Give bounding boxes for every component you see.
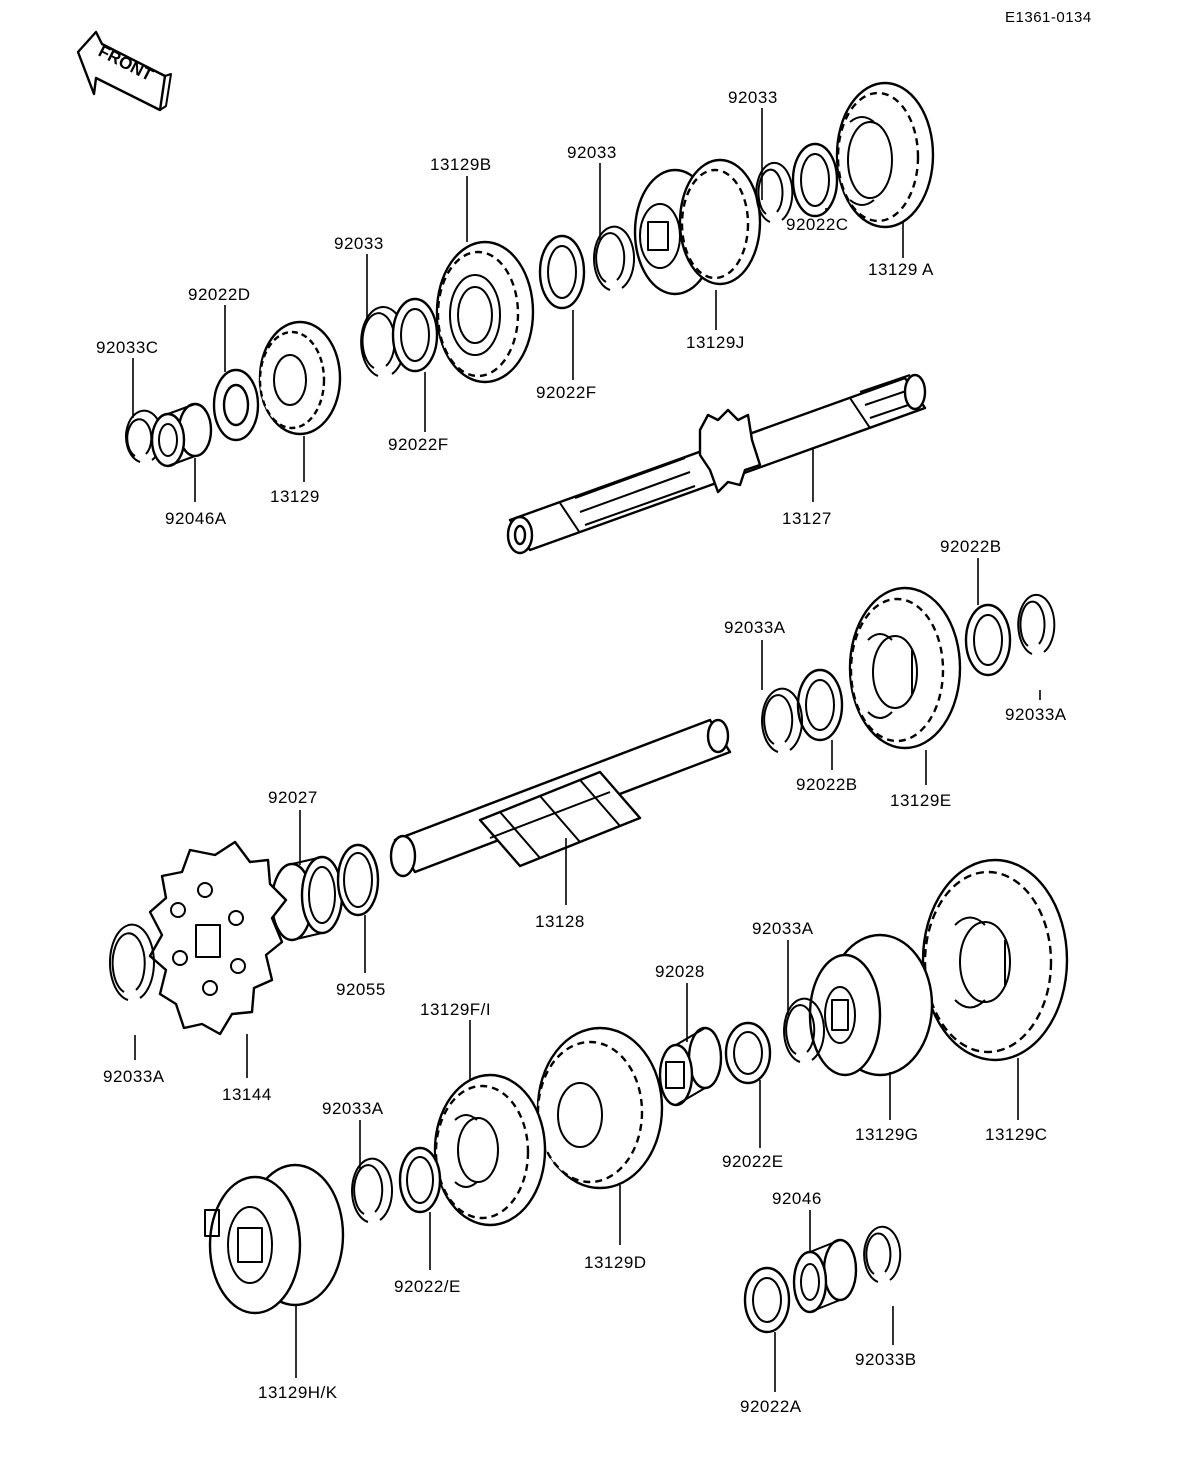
gear-13129J <box>633 158 762 296</box>
bushing-92028 <box>658 1026 723 1107</box>
circlip-92033A-top-right <box>1017 593 1056 655</box>
label-92033B: 92033B <box>855 1350 917 1369</box>
washer-92022F-right <box>538 234 586 310</box>
front-arrow-icon: FRONT <box>76 30 172 112</box>
label-92022E: 92022E <box>722 1152 784 1171</box>
circlip-92033-top-right <box>755 161 794 223</box>
oring-92055 <box>336 843 380 917</box>
label-92033-top-right: 92033 <box>728 88 778 107</box>
washer-92022C <box>791 142 839 218</box>
label-92022F-left: 92022F <box>388 435 449 454</box>
shaft-13128 <box>389 718 732 878</box>
circlip-92033A-left <box>109 923 155 1001</box>
label-92033-mid: 92033 <box>567 143 617 162</box>
washer-92022D <box>212 368 260 442</box>
gear-13129HK <box>204 1163 345 1315</box>
leader-lines <box>132 108 1041 1392</box>
label-92022-E: 92022/E <box>394 1277 461 1296</box>
label-92033A-top-right: 92033A <box>1005 705 1067 724</box>
washer-92022B-top <box>964 603 1012 677</box>
gear-13129A <box>835 81 935 229</box>
label-13129D: 13129D <box>584 1253 647 1272</box>
label-92033A-bottom: 92033A <box>322 1099 384 1118</box>
circlip-92033A-mid <box>783 997 826 1063</box>
label-13128: 13128 <box>535 912 585 931</box>
label-92022B-bottom: 92022B <box>796 775 858 794</box>
label-92033C: 92033C <box>96 338 159 357</box>
gear-13129D <box>536 1026 664 1190</box>
circlip-92033A-bottom <box>351 1157 394 1223</box>
label-92022C: 92022C <box>786 215 849 234</box>
label-13129: 13129 <box>270 487 320 506</box>
gear-13129G <box>808 933 934 1077</box>
label-13129C: 13129C <box>985 1125 1048 1144</box>
label-13129HK: 13129H/K <box>258 1383 338 1402</box>
label-92027: 92027 <box>268 788 318 807</box>
circlip-92033A-top-mid <box>761 687 804 753</box>
part-labels: 13129 A 92033 92022C 92033 13129J 13129B… <box>96 88 1067 1416</box>
sprocket-13144 <box>148 840 288 1036</box>
label-92033A-top-mid: 92033A <box>724 618 786 637</box>
label-13144: 13144 <box>222 1085 272 1104</box>
bearing-92046 <box>792 1238 858 1314</box>
gear-13129E <box>848 586 962 750</box>
label-13129J: 13129J <box>686 333 745 352</box>
washer-92022B-bottom <box>796 668 844 742</box>
label-92046: 92046 <box>772 1189 822 1208</box>
gear-13129B <box>435 240 535 384</box>
washer-92022F-left <box>391 297 439 373</box>
bearing-92046A <box>150 402 213 468</box>
circlip-92033-mid <box>593 225 636 291</box>
label-13129A: 13129 A <box>868 260 934 279</box>
label-13129FI: 13129F/I <box>420 1000 491 1019</box>
label-92033-left: 92033 <box>334 234 384 253</box>
gear-13129 <box>258 320 342 436</box>
label-13127: 13127 <box>782 509 832 528</box>
gear-13129FI <box>433 1073 547 1227</box>
circlip-92033B <box>863 1225 902 1283</box>
label-92028: 92028 <box>655 962 705 981</box>
label-92046A: 92046A <box>165 509 227 528</box>
label-92022A: 92022A <box>740 1397 802 1416</box>
label-13129E: 13129E <box>890 791 952 810</box>
washer-92022A <box>743 1266 791 1334</box>
label-92033A-left: 92033A <box>103 1067 165 1086</box>
label-13129B: 13129B <box>430 155 492 174</box>
label-92022F-right: 92022F <box>536 383 597 402</box>
label-13129G: 13129G <box>855 1125 919 1144</box>
label-92033A-mid: 92033A <box>752 919 814 938</box>
label-92022D: 92022D <box>188 285 251 304</box>
label-92022B-top: 92022B <box>940 537 1002 556</box>
gear-13129C <box>921 858 1069 1062</box>
label-92055: 92055 <box>336 980 386 999</box>
washer-92022E <box>724 1021 772 1085</box>
shaft-13127 <box>506 373 927 555</box>
diagram-code: E1361-0134 <box>1005 9 1092 26</box>
washer-92022-E <box>398 1146 442 1214</box>
